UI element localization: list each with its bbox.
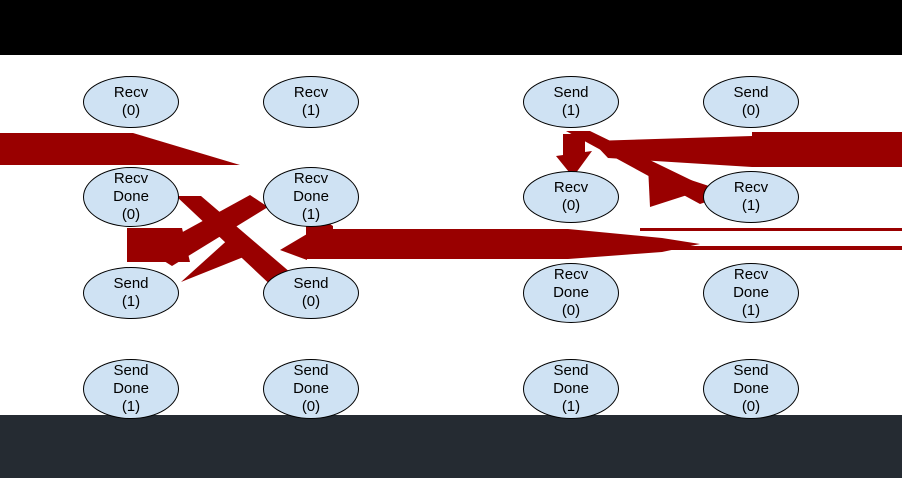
node-send-0-left: Send (0) bbox=[263, 267, 359, 319]
node-send-1-left: Send (1) bbox=[83, 267, 179, 319]
node-send-done-1-left: Send Done (1) bbox=[83, 359, 179, 419]
node-label: Send Done (0) bbox=[293, 362, 329, 415]
arrow-mid-band-right-taper bbox=[568, 229, 700, 259]
node-recv-0-right: Recv (0) bbox=[523, 171, 619, 223]
arrow-down-arrow-body bbox=[563, 134, 585, 158]
arrow-inbound-band-left bbox=[0, 133, 240, 165]
node-label: Send Done (1) bbox=[113, 362, 149, 415]
node-recv-0-left: Recv (0) bbox=[83, 76, 179, 128]
node-send-1-right: Send (1) bbox=[523, 76, 619, 128]
node-recv-1-left: Recv (1) bbox=[263, 76, 359, 128]
arrow-arrowhead-into-send1 bbox=[181, 236, 256, 282]
node-label: Recv Done (1) bbox=[293, 170, 329, 223]
node-label: Recv (1) bbox=[293, 84, 329, 119]
node-label: Recv Done (1) bbox=[733, 266, 769, 319]
node-label: Recv (1) bbox=[733, 179, 769, 214]
node-label: Send (1) bbox=[553, 84, 589, 119]
node-send-done-1-right: Send Done (1) bbox=[523, 359, 619, 419]
arrow-inbound-band-right bbox=[752, 132, 902, 167]
arrow-thin-line-top bbox=[640, 228, 902, 231]
node-recv-1-right: Recv (1) bbox=[703, 171, 799, 223]
node-send-done-0-right: Send Done (0) bbox=[703, 359, 799, 419]
node-recv-done-0-right: Recv Done (0) bbox=[523, 263, 619, 323]
arrow-thin-line-bottom bbox=[655, 246, 902, 250]
node-label: Recv (0) bbox=[553, 179, 589, 214]
node-send-done-0-left: Send Done (0) bbox=[263, 359, 359, 419]
node-label: Send (0) bbox=[293, 275, 329, 310]
node-recv-done-0-left: Recv Done (0) bbox=[83, 167, 179, 227]
node-send-0-right: Send (0) bbox=[703, 76, 799, 128]
node-label: Send (0) bbox=[733, 84, 769, 119]
top-bar bbox=[0, 0, 902, 55]
arrow-band-under-recvdone0 bbox=[127, 228, 190, 262]
node-label: Send Done (0) bbox=[733, 362, 769, 415]
arrow-mid-band-left-tip bbox=[280, 234, 307, 260]
arrow-down-arrowhead-into-recv0 bbox=[556, 151, 592, 177]
node-label: Recv (0) bbox=[113, 84, 149, 119]
node-label: Send (1) bbox=[113, 275, 149, 310]
arrow-arrowhead-into-recv1 bbox=[648, 166, 712, 207]
node-recv-done-1-left: Recv Done (1) bbox=[263, 167, 359, 227]
node-recv-done-1-right: Recv Done (1) bbox=[703, 263, 799, 323]
bottom-bar bbox=[0, 415, 902, 478]
node-label: Send Done (1) bbox=[553, 362, 589, 415]
node-label: Recv Done (0) bbox=[553, 266, 589, 319]
node-label: Recv Done (0) bbox=[113, 170, 149, 223]
arrow-mid-band bbox=[306, 229, 568, 259]
